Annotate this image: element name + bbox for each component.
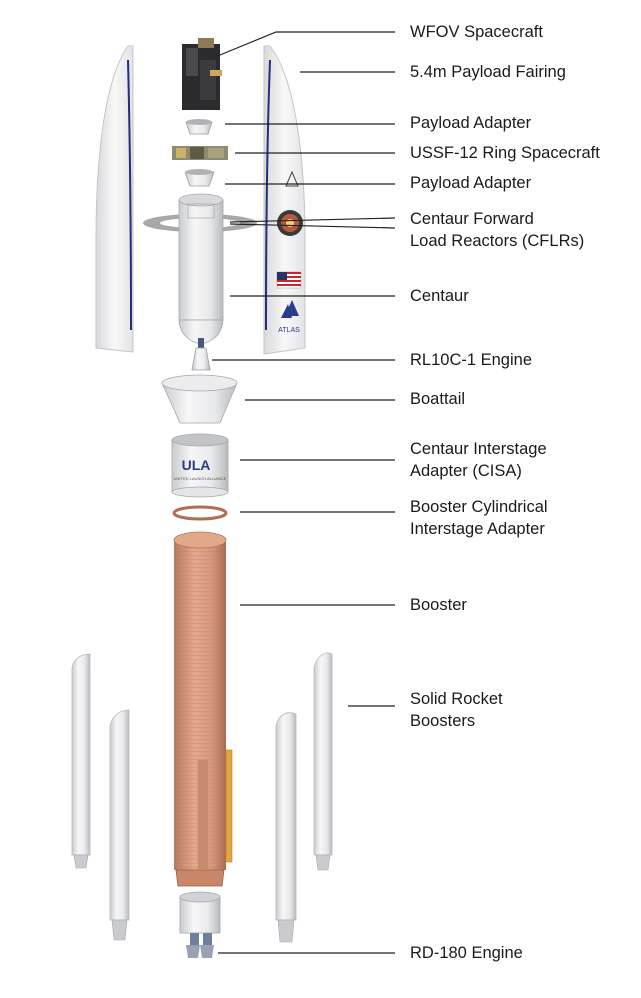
label-cflr-line2: Load Reactors (CFLRs) bbox=[410, 232, 585, 250]
boattail bbox=[161, 374, 238, 424]
leader-line-cflr-2 bbox=[229, 223, 396, 229]
label-payload-adapter-lower: Payload Adapter bbox=[410, 174, 532, 192]
label-centaur: Centaur bbox=[410, 287, 469, 305]
label-ring-spacecraft: USSF-12 Ring Spacecraft bbox=[410, 144, 600, 162]
rd-180-engine bbox=[179, 891, 221, 958]
leader-line-cflr-1 bbox=[229, 217, 396, 223]
atlas-logo: ATLAS bbox=[278, 300, 300, 334]
label-srb-line1: Solid Rocket bbox=[410, 690, 503, 708]
label-cflr-line1: Centaur Forward bbox=[410, 210, 534, 228]
ussf-12-ring-spacecraft bbox=[172, 146, 228, 160]
label-cisa: Centaur Interstage Adapter (CISA) bbox=[410, 438, 547, 482]
label-cisa-line2: Adapter (CISA) bbox=[410, 462, 522, 480]
booster bbox=[173, 531, 233, 887]
rl10c-1-engine bbox=[191, 338, 211, 371]
ula-tagline: UNITED LAUNCH ALLIANCE bbox=[174, 476, 227, 481]
label-rd180-engine: RD-180 Engine bbox=[410, 944, 523, 962]
payload-fairing-left-half bbox=[95, 45, 134, 353]
solid-rocket-booster-1 bbox=[71, 653, 91, 869]
label-bcia-line1: Booster Cylindrical bbox=[410, 498, 548, 516]
solid-rocket-booster-4 bbox=[313, 652, 333, 871]
wfov-spacecraft bbox=[182, 38, 222, 110]
payload-adapter-upper bbox=[185, 119, 213, 135]
centaur-interstage-adapter: ULA UNITED LAUNCH ALLIANCE bbox=[171, 433, 229, 498]
label-bcia-line2: Interstage Adapter bbox=[410, 520, 545, 538]
ula-logo: ULA bbox=[182, 457, 211, 473]
label-srb-line2: Boosters bbox=[410, 712, 476, 730]
atlas-logo-text: ATLAS bbox=[278, 327, 300, 334]
payload-adapter-lower bbox=[184, 169, 215, 187]
label-cisa-line1: Centaur Interstage bbox=[410, 440, 547, 458]
payload-fairing-right-half: ATLAS bbox=[263, 45, 306, 355]
solid-rocket-booster-2 bbox=[109, 709, 130, 941]
mission-patch-icon bbox=[277, 210, 303, 236]
label-payload-adapter-upper: Payload Adapter bbox=[410, 114, 532, 132]
centaur-stage bbox=[178, 193, 224, 345]
label-boattail: Boattail bbox=[410, 390, 466, 408]
leader-line-wfov bbox=[214, 31, 395, 58]
solid-rocket-booster-3 bbox=[275, 712, 297, 943]
label-bcia: Booster Cylindrical Interstage Adapter bbox=[410, 496, 548, 540]
delta-emblem-icon bbox=[285, 170, 299, 187]
label-cflr: Centaur Forward Load Reactors (CFLRs) bbox=[410, 208, 584, 252]
us-flag-icon bbox=[276, 271, 302, 289]
label-payload-fairing: 5.4m Payload Fairing bbox=[410, 63, 566, 81]
label-rl10-engine: RL10C-1 Engine bbox=[410, 351, 532, 369]
booster-cylindrical-interstage-adapter bbox=[172, 505, 228, 521]
label-srb: Solid Rocket Boosters bbox=[410, 688, 503, 732]
label-booster: Booster bbox=[410, 596, 467, 614]
label-wfov-spacecraft: WFOV Spacecraft bbox=[410, 23, 543, 41]
